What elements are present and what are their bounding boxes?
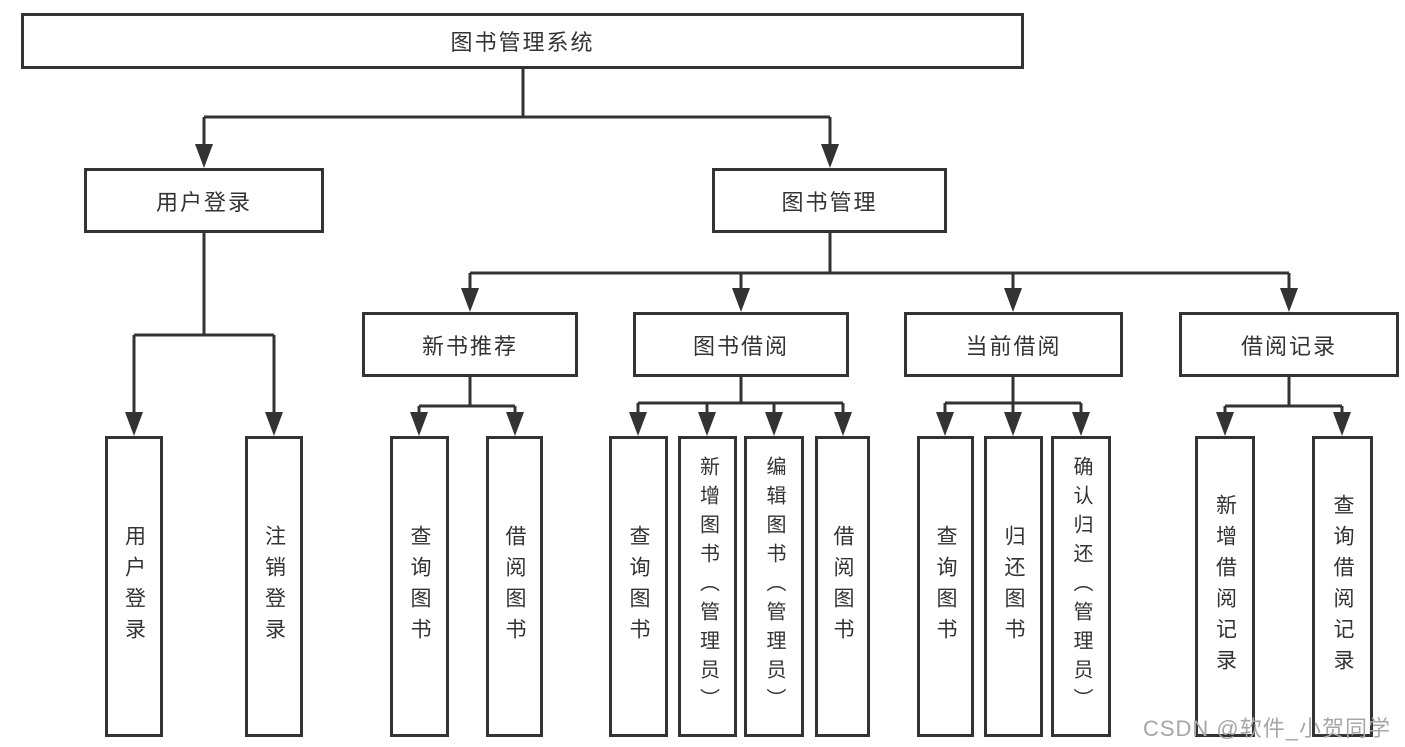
leaf-borrow-books: 借阅图书 bbox=[815, 436, 870, 737]
node-user-login-label: 用户登录 bbox=[155, 189, 252, 215]
leaf-query-books-recommend-label: 查询图书 bbox=[408, 524, 431, 649]
arrowhead-icon bbox=[834, 412, 852, 436]
arrowhead-icon bbox=[1004, 288, 1022, 312]
node-root: 图书管理系统 bbox=[21, 13, 1024, 69]
arrowhead-icon bbox=[195, 144, 213, 168]
node-book-management-label: 图书管理 bbox=[781, 189, 878, 215]
arrowhead-icon bbox=[1280, 288, 1298, 312]
connector-current-borrow-to-leaves bbox=[936, 377, 1090, 436]
node-new-book-recommend: 新书推荐 bbox=[362, 312, 578, 377]
connector-new-book-recommend-to-leaves bbox=[410, 377, 524, 436]
arrowhead-icon bbox=[821, 144, 839, 168]
csdn-watermark: CSDN @软件_小贺同学 bbox=[1142, 716, 1391, 741]
connector-user-login-to-leaves bbox=[125, 233, 283, 436]
connector-book-borrow-to-leaves bbox=[629, 377, 852, 436]
leaf-user-login: 用户登录 bbox=[105, 436, 163, 737]
leaf-user-login-label: 用户登录 bbox=[122, 524, 146, 649]
leaf-edit-book-admin-label: 编辑图书（管理员） bbox=[763, 456, 785, 717]
node-book-management: 图书管理 bbox=[712, 168, 947, 233]
leaf-logout-label: 注销登录 bbox=[262, 524, 286, 649]
connector-book-management-to-groups bbox=[461, 233, 1298, 312]
node-user-login: 用户登录 bbox=[84, 168, 324, 233]
leaf-query-books-current: 查询图书 bbox=[917, 436, 974, 737]
arrowhead-icon bbox=[506, 412, 524, 436]
arrowhead-icon bbox=[1216, 412, 1234, 436]
node-current-borrow: 当前借阅 bbox=[904, 312, 1123, 377]
leaf-add-book-admin-label: 新增图书（管理员） bbox=[696, 456, 719, 717]
node-borrow-records-label: 借阅记录 bbox=[1240, 333, 1337, 359]
arrowhead-icon bbox=[461, 288, 479, 312]
leaf-borrow-books-recommend-label: 借阅图书 bbox=[503, 524, 526, 649]
leaf-query-books-borrow-label: 查询图书 bbox=[627, 524, 650, 649]
leaf-return-book-label: 归还图书 bbox=[1002, 524, 1025, 649]
arrowhead-icon bbox=[629, 412, 647, 436]
node-borrow-records: 借阅记录 bbox=[1179, 312, 1399, 377]
node-new-book-recommend-label: 新书推荐 bbox=[421, 333, 518, 359]
arrowhead-icon bbox=[732, 288, 750, 312]
node-book-borrow: 图书借阅 bbox=[633, 312, 849, 377]
leaf-confirm-return-admin: 确认归还（管理员） bbox=[1051, 436, 1111, 737]
leaf-logout: 注销登录 bbox=[245, 436, 303, 737]
node-root-label: 图书管理系统 bbox=[450, 30, 595, 55]
arrowhead-icon bbox=[265, 412, 283, 436]
connector-borrow-records-to-leaves bbox=[1216, 377, 1351, 436]
leaf-add-borrow-record-label: 新增借阅记录 bbox=[1213, 493, 1237, 680]
arrowhead-icon bbox=[410, 412, 428, 436]
leaf-query-books-borrow: 查询图书 bbox=[609, 436, 668, 737]
node-book-borrow-label: 图书借阅 bbox=[692, 333, 789, 359]
leaf-query-books-recommend: 查询图书 bbox=[390, 436, 449, 737]
arrowhead-icon bbox=[698, 412, 716, 436]
arrowhead-icon bbox=[765, 412, 783, 436]
node-current-borrow-label: 当前借阅 bbox=[965, 333, 1062, 359]
leaf-borrow-books-recommend: 借阅图书 bbox=[486, 436, 543, 737]
leaf-return-book: 归还图书 bbox=[984, 436, 1043, 737]
arrowhead-icon bbox=[936, 412, 954, 436]
arrowhead-icon bbox=[1333, 412, 1351, 436]
leaf-confirm-return-admin-label: 确认归还（管理员） bbox=[1070, 456, 1092, 717]
connector-root-to-level2 bbox=[195, 69, 839, 168]
leaf-query-borrow-record: 查询借阅记录 bbox=[1312, 436, 1373, 737]
leaf-query-books-current-label: 查询图书 bbox=[934, 524, 957, 649]
arrowhead-icon bbox=[1004, 412, 1022, 436]
leaf-edit-book-admin: 编辑图书（管理员） bbox=[744, 436, 804, 737]
leaf-add-book-admin: 新增图书（管理员） bbox=[678, 436, 737, 737]
leaf-query-borrow-record-label: 查询借阅记录 bbox=[1331, 493, 1354, 680]
arrowhead-icon bbox=[1072, 412, 1090, 436]
leaf-add-borrow-record: 新增借阅记录 bbox=[1195, 436, 1255, 737]
leaf-borrow-books-label: 借阅图书 bbox=[831, 524, 854, 649]
arrowhead-icon bbox=[125, 412, 143, 436]
